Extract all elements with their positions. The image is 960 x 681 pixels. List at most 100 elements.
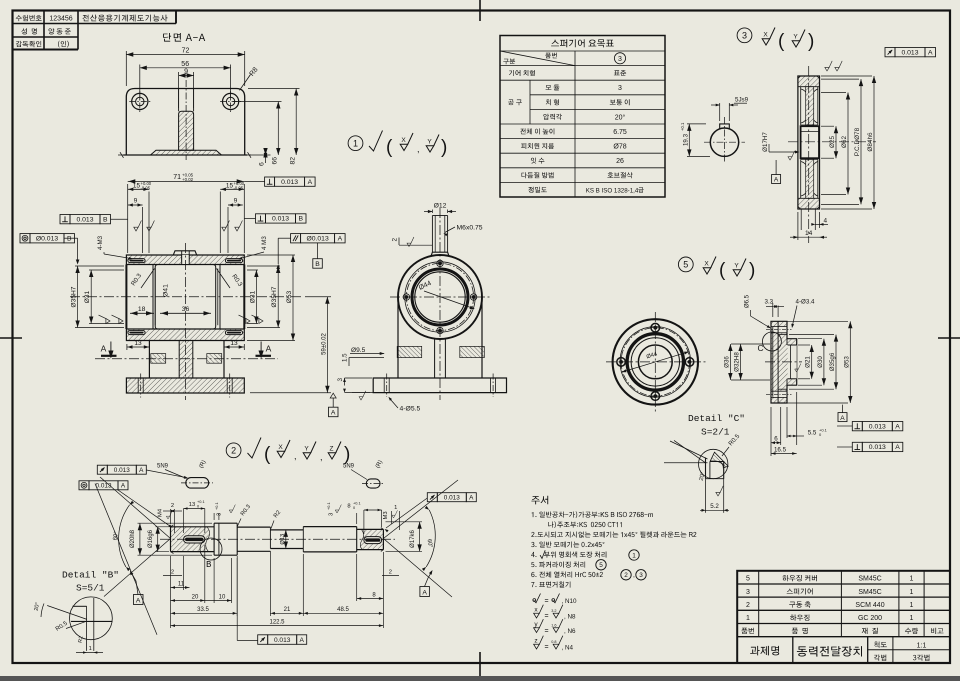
svg-text:82: 82: [290, 157, 297, 165]
svg-text:6: 6: [259, 162, 266, 166]
svg-text:Ø17H7: Ø17H7: [762, 132, 769, 152]
svg-text:SM45C: SM45C: [858, 589, 881, 596]
svg-text:X: X: [704, 260, 709, 267]
svg-text:=: =: [545, 598, 549, 605]
svg-text:Ø6.5: Ø6.5: [745, 294, 751, 308]
svg-text:1: 1: [632, 552, 636, 559]
svg-text:A: A: [469, 494, 474, 501]
svg-text:0.013: 0.013: [272, 216, 289, 223]
svg-text:Detail "B": Detail "B": [62, 570, 119, 581]
svg-text:0.013: 0.013: [901, 49, 918, 56]
svg-text:A: A: [895, 444, 900, 451]
svg-text:+0.1: +0.1: [214, 502, 219, 510]
svg-text:15: 15: [226, 182, 234, 189]
svg-text:+0.00: +0.00: [141, 181, 152, 186]
svg-text:3.2: 3.2: [551, 609, 556, 613]
svg-text:20: 20: [192, 594, 199, 600]
svg-text:z: z: [534, 637, 537, 644]
svg-text:3: 3: [639, 572, 643, 579]
svg-text:8: 8: [347, 504, 350, 510]
svg-text:9: 9: [134, 198, 138, 205]
svg-text:Y: Y: [427, 138, 432, 145]
svg-text:0.013: 0.013: [76, 216, 93, 223]
svg-text:66: 66: [272, 157, 279, 165]
svg-text:2: 2: [392, 238, 399, 242]
svg-text:3: 3: [618, 85, 622, 92]
svg-text:): ): [808, 31, 814, 52]
svg-text:=: =: [545, 644, 549, 651]
svg-text:3: 3: [618, 56, 622, 63]
svg-text:0.013: 0.013: [114, 467, 130, 474]
svg-text:15: 15: [133, 182, 141, 189]
svg-text:0: 0: [353, 505, 356, 510]
svg-text:59±0.02: 59±0.02: [321, 333, 327, 355]
svg-text:S=5/1: S=5/1: [76, 583, 105, 594]
svg-text:Y: Y: [793, 33, 798, 40]
svg-text:B: B: [103, 216, 108, 223]
svg-text:0.013: 0.013: [96, 482, 112, 489]
svg-text:1: 1: [910, 615, 914, 622]
svg-text:Z: Z: [330, 445, 334, 452]
svg-text:0.8: 0.8: [551, 640, 556, 644]
svg-text:122.5: 122.5: [269, 619, 285, 625]
svg-text:Ø53: Ø53: [286, 290, 293, 303]
svg-text:A: A: [121, 482, 126, 489]
svg-text:A: A: [928, 49, 933, 56]
svg-text:Detail "C": Detail "C": [688, 413, 745, 424]
svg-text:, N6: , N6: [564, 628, 576, 635]
svg-text:13: 13: [189, 502, 195, 508]
svg-text:X: X: [401, 137, 406, 144]
svg-text:3: 3: [328, 513, 334, 516]
svg-text:20°: 20°: [699, 471, 707, 481]
svg-text:20°: 20°: [615, 113, 626, 121]
svg-text:Ø44: Ø44: [646, 351, 659, 360]
svg-text:(: (: [386, 137, 393, 158]
svg-text:18: 18: [138, 306, 146, 313]
svg-text:+0.00: +0.00: [234, 181, 245, 186]
svg-text:+0.1: +0.1: [680, 122, 685, 131]
svg-text:Ø35H7: Ø35H7: [71, 286, 78, 307]
svg-text:(: (: [719, 260, 726, 281]
svg-text:11: 11: [178, 582, 185, 588]
svg-text:y: y: [534, 621, 538, 628]
svg-text:Ø78: Ø78: [613, 144, 626, 151]
svg-text:M6x0.75: M6x0.75: [457, 225, 483, 232]
svg-text:S=2/1: S=2/1: [701, 427, 730, 438]
svg-text:5: 5: [683, 260, 688, 270]
svg-text:4: 4: [824, 218, 828, 225]
svg-text:4 M3: 4 M3: [261, 236, 268, 250]
svg-text:5.2: 5.2: [710, 503, 719, 510]
svg-text:Ø31: Ø31: [249, 290, 256, 303]
svg-text:Ø17k6: Ø17k6: [410, 530, 416, 548]
svg-text:1.5: 1.5: [342, 353, 349, 362]
svg-text:Ø16g6: Ø16g6: [148, 529, 154, 548]
svg-text:0.013: 0.013: [869, 423, 886, 430]
svg-text:0: 0: [197, 504, 200, 509]
svg-text:(R): (R): [375, 459, 384, 469]
svg-text:5: 5: [599, 562, 603, 569]
svg-text:A: A: [299, 637, 304, 644]
svg-text:Ø25: Ø25: [829, 136, 836, 149]
svg-text:13: 13: [134, 340, 142, 347]
svg-text:Ø31: Ø31: [84, 290, 91, 303]
svg-text:2: 2: [389, 570, 392, 576]
svg-text:SM45C: SM45C: [858, 576, 881, 583]
svg-text:A: A: [331, 410, 336, 417]
svg-text:,: ,: [294, 451, 297, 461]
svg-text:1: 1: [394, 505, 397, 511]
svg-text:A: A: [101, 344, 107, 354]
svg-text:B: B: [206, 560, 212, 570]
svg-text:0: 0: [819, 432, 822, 437]
svg-text:A: A: [774, 177, 779, 184]
svg-text:0.013: 0.013: [869, 444, 886, 451]
svg-text:,: ,: [633, 572, 635, 579]
svg-text:5N9: 5N9: [157, 464, 169, 470]
svg-text:1:1: 1:1: [917, 642, 927, 649]
svg-text:8: 8: [372, 592, 376, 598]
svg-text:5: 5: [746, 576, 750, 583]
svg-text:1: 1: [910, 589, 914, 596]
svg-text:26: 26: [616, 158, 624, 165]
svg-text:Ø20h8: Ø20h8: [130, 529, 136, 548]
svg-text:+0.1: +0.1: [326, 502, 331, 510]
svg-text:Ø12: Ø12: [434, 203, 447, 210]
